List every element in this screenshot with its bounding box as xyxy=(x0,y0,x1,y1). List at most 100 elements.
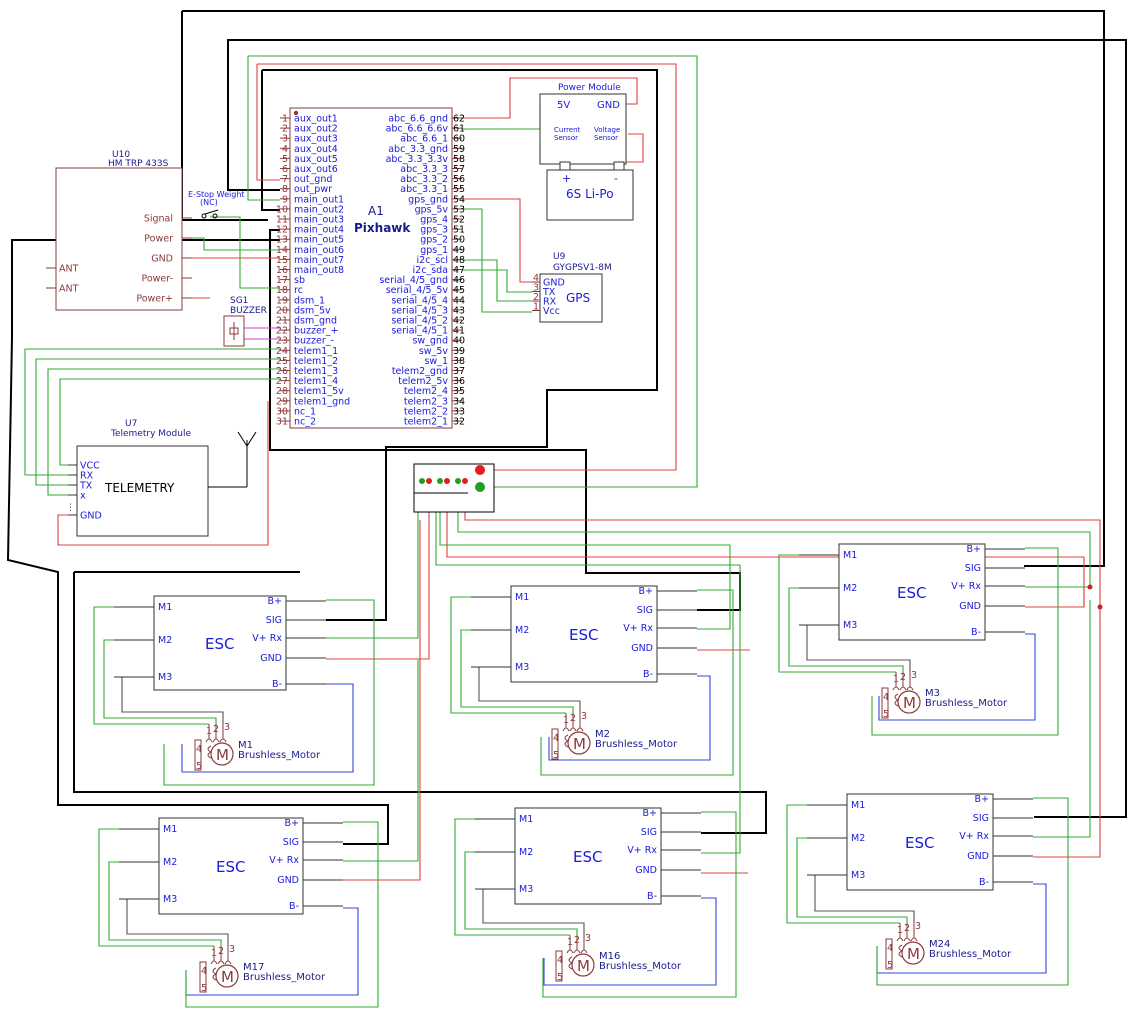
estop-contact-a xyxy=(201,213,207,219)
pixhawk-pin-number: 50 xyxy=(453,235,465,246)
pixhawk-pin-name: telem2_2 xyxy=(404,406,448,417)
pixhawk-pin-name: aux_out6 xyxy=(294,164,338,175)
motor-pin-number: 2 xyxy=(574,935,580,946)
pixhawk-pin-number: 14 xyxy=(276,245,288,256)
pixhawk-pin-name: telem2_gnd xyxy=(392,366,448,377)
gps-pin-number: 4 xyxy=(533,273,539,284)
esc-title: ESC xyxy=(905,834,934,852)
wire-motor-phase-1 xyxy=(454,818,570,936)
pixhawk-pin-name: abc_3.3_gnd xyxy=(388,144,448,155)
pixhawk-pin-name: buzzer_+ xyxy=(294,326,339,337)
wire-black-main1 xyxy=(227,39,930,191)
buzzer-value: BUZZER xyxy=(230,306,267,316)
estop-switch: E-Stop Weight (NC) xyxy=(188,190,245,219)
gps-ref: U9 xyxy=(553,252,566,262)
motor-ref: M17 xyxy=(243,962,264,973)
telemetry-pin-name: RX xyxy=(80,471,94,482)
pixhawk-pin-name: abc_6.6_6.6v xyxy=(386,124,449,135)
pixhawk-pin-name: i2c_sda xyxy=(413,265,448,276)
wire-sig-esc4 xyxy=(6,239,389,845)
pixhawk-pin-number: 35 xyxy=(453,386,465,397)
pixhawk-pin-name: telem2_4 xyxy=(404,386,448,397)
power-module-title: Power Module xyxy=(558,83,621,93)
esc-motor-phase-label: M3 xyxy=(163,894,177,905)
radio-pin-name: Power+ xyxy=(136,294,173,305)
esc-motor-phase-label: M2 xyxy=(515,625,529,636)
wire-esc6-vrx xyxy=(1033,600,1091,838)
wire-sig-esc6 xyxy=(930,39,1127,818)
pixhawk-pin-name: main_out1 xyxy=(294,194,344,205)
esc-motor-phase-label: M2 xyxy=(163,857,177,868)
pixhawk-pin-number: 29 xyxy=(276,396,288,407)
motor-pin-number: 1 xyxy=(563,715,569,726)
pixhawk-pin-name: serial_4/5_2 xyxy=(391,316,448,327)
motor-pin-number: 2 xyxy=(218,946,224,957)
motor-coil xyxy=(894,693,900,707)
wire-estop-rc xyxy=(210,216,280,289)
motor-coil xyxy=(899,686,907,691)
motor-pin-number: 2 xyxy=(213,724,219,735)
wire-motor-phase-2 xyxy=(796,837,908,923)
esc-pin-label: B+ xyxy=(967,544,981,555)
pixhawk-pin-name: aux_out3 xyxy=(294,134,338,145)
wire-motor-phase-1 xyxy=(450,596,566,714)
motor-glyph: M xyxy=(573,735,586,753)
pixhawk-pin-number: 10 xyxy=(276,204,288,215)
pixhawk-pin-number: 22 xyxy=(276,326,288,337)
radio-pin-name: ANT xyxy=(59,264,79,275)
wire-hub-red xyxy=(257,63,677,471)
wire-motor-phase-2 xyxy=(788,587,904,672)
telemetry-body-label: TELEMETRY xyxy=(104,481,175,495)
radio-module: U10 HM TRP 433S SignalPowerGNDPower-Powe… xyxy=(46,150,192,311)
pixhawk-pin-number: 27 xyxy=(276,376,288,387)
motor-pin-number: 3 xyxy=(224,722,230,733)
pixhawk-pin-name: gps_1 xyxy=(420,245,448,256)
pixhawk-pin-name: abc_6.6_1 xyxy=(400,134,448,145)
esc-motor-phase-label: M1 xyxy=(851,800,865,811)
radio-value: HM TRP 433S xyxy=(108,159,169,169)
pixhawk-pin-name: telem1_5v xyxy=(294,386,344,397)
pixhawk-pin-name: aux_out5 xyxy=(294,154,338,165)
pixhawk-pin-name: serial_4/5_5v xyxy=(386,285,449,296)
radio-pin-name: Signal xyxy=(144,214,173,225)
motor-pin-number: 2 xyxy=(900,672,906,683)
pixhawk-pin-name: telem1_1 xyxy=(294,346,338,357)
motor-value: Brushless_Motor xyxy=(243,972,326,983)
esc-pin-label: B- xyxy=(971,627,981,638)
gps-pin-name: Vcc xyxy=(543,306,560,317)
wire-gps-rx xyxy=(462,259,532,302)
pixhawk-pin-number: 18 xyxy=(276,285,288,296)
estop-label-1: E-Stop Weight xyxy=(188,190,245,199)
pixhawk-pin-number: 42 xyxy=(453,316,465,327)
pixhawk-pin-number: 4 xyxy=(282,144,288,155)
pixhawk-pin-name: main_out3 xyxy=(294,215,344,226)
wire-pm-5v xyxy=(462,100,541,130)
pixhawk-ref: A1 xyxy=(368,204,384,218)
pixhawk-pin-name: nc_2 xyxy=(294,417,316,428)
connector-hub xyxy=(413,463,495,513)
esc-title: ESC xyxy=(216,858,245,876)
hub-pin-4 xyxy=(444,478,450,484)
pixhawk-pin-name: out_pwr xyxy=(294,184,332,195)
pixhawk-pin-name: rc xyxy=(294,285,303,296)
pixhawk-pin-number: 31 xyxy=(276,417,288,428)
pixhawk-pin-number: 26 xyxy=(276,366,288,377)
hub-pin-2 xyxy=(426,478,432,484)
esc-body xyxy=(510,585,658,683)
motor-ref: M3 xyxy=(925,688,940,699)
pixhawk-body xyxy=(289,107,453,429)
esc-motor-phase-label: M3 xyxy=(851,870,865,881)
gps-body xyxy=(539,273,603,323)
telemetry-dots: ⋮ xyxy=(66,503,75,513)
wire-motor-phase-1 xyxy=(98,828,214,947)
esc-pin-label: SIG xyxy=(283,837,299,848)
telemetry-ref: U7 xyxy=(125,419,137,429)
gps-pin-name: TX xyxy=(542,287,556,298)
motor-coil xyxy=(564,734,570,748)
battery-minus-label: - xyxy=(614,172,618,185)
